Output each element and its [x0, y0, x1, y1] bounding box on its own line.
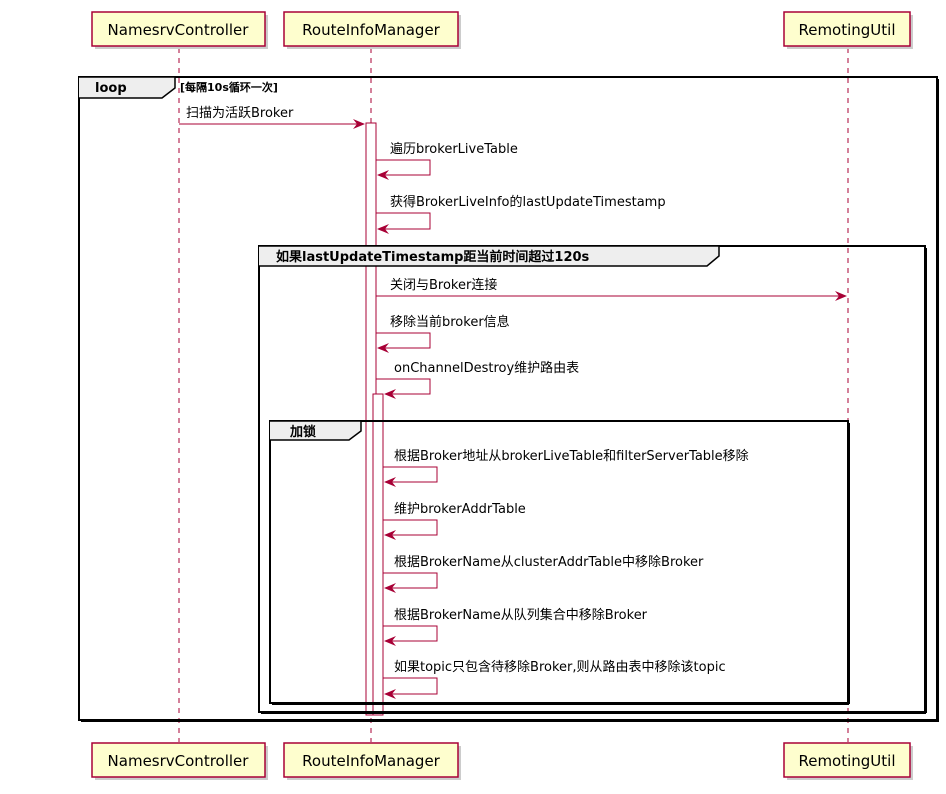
message-remove-by-broker-address: 根据Broker地址从brokerLiveTable和filterServerT…: [383, 449, 749, 487]
message-remove-topic: 如果topic只包含待移除Broker,则从路由表中移除该topic: [383, 659, 726, 699]
loop-tag: loop: [95, 81, 127, 96]
svg-text:根据BrokerName从clusterAddrTable中: 根据BrokerName从clusterAddrTable中移除Broker: [394, 555, 704, 570]
message-onchanneldestroy: onChannelDestroy维护路由表: [376, 360, 579, 399]
svg-text:根据Broker地址从brokerLiveTable和fil: 根据Broker地址从brokerLiveTable和filterServerT…: [394, 449, 749, 464]
svg-text:onChannelDestroy维护路由表: onChannelDestroy维护路由表: [394, 360, 579, 376]
svg-text:如果topic只包含待移除Broker,则从路由表中移除该t: 如果topic只包含待移除Broker,则从路由表中移除该topic: [394, 659, 726, 675]
svg-text:获得BrokerLiveInfo的lastUpdateTim: 获得BrokerLiveInfo的lastUpdateTimestamp: [390, 194, 666, 210]
participant-remotingutil-top: RemotingUtil: [783, 11, 913, 49]
loop-fragment: loop [每隔10s循环一次]: [78, 76, 938, 721]
participant-label: RouteInfoManager: [302, 21, 441, 39]
message-remove-broker-info: 移除当前broker信息: [376, 314, 510, 353]
activation-bar-inner: [372, 393, 384, 716]
message-maintain-brokeraddrtable: 维护brokerAddrTable: [383, 502, 526, 540]
participant-remotingutil-bottom: RemotingUtil: [783, 742, 913, 780]
message-close-broker-connection: 关闭与Broker连接: [376, 277, 847, 301]
condition-tag: 如果lastUpdateTimestamp距当前时间超过120s: [276, 249, 590, 265]
participant-routeinfomanager-bottom: RouteInfoManager: [283, 742, 461, 780]
participant-label: NamesrvController: [108, 752, 250, 770]
svg-text:遍历brokerLiveTable: 遍历brokerLiveTable: [390, 141, 518, 157]
participant-namesrvcontroller-bottom: NamesrvController: [91, 742, 268, 780]
participant-label: RouteInfoManager: [302, 752, 441, 770]
condition-fragment: 如果lastUpdateTimestamp距当前时间超过120s: [258, 245, 927, 714]
message-remove-from-clusteraddrtable: 根据BrokerName从clusterAddrTable中移除Broker: [383, 555, 704, 593]
lock-fragment: 加锁: [269, 420, 850, 705]
participant-label: NamesrvController: [108, 21, 250, 39]
participant-routeinfomanager-top: RouteInfoManager: [283, 11, 461, 49]
message-get-lastupdatetimestamp: 获得BrokerLiveInfo的lastUpdateTimestamp: [376, 194, 666, 234]
participant-namesrvcontroller-top: NamesrvController: [91, 11, 268, 49]
loop-guard: [每隔10s循环一次]: [180, 80, 278, 94]
svg-text:维护brokerAddrTable: 维护brokerAddrTable: [394, 502, 526, 517]
participant-label: RemotingUtil: [798, 21, 895, 39]
svg-text:扫描为活跃Broker: 扫描为活跃Broker: [186, 106, 294, 121]
lock-tag: 加锁: [289, 424, 316, 440]
svg-text:关闭与Broker连接: 关闭与Broker连接: [390, 277, 497, 293]
message-scan-broker: 扫描为活跃Broker: [179, 106, 365, 129]
svg-text:根据BrokerName从队列集合中移除Broker: 根据BrokerName从队列集合中移除Broker: [394, 607, 648, 623]
message-remove-from-queue-set: 根据BrokerName从队列集合中移除Broker: [383, 607, 648, 646]
message-iterate-brokerlivetable: 遍历brokerLiveTable: [376, 141, 518, 180]
participant-label: RemotingUtil: [798, 752, 895, 770]
svg-text:移除当前broker信息: 移除当前broker信息: [390, 314, 510, 330]
